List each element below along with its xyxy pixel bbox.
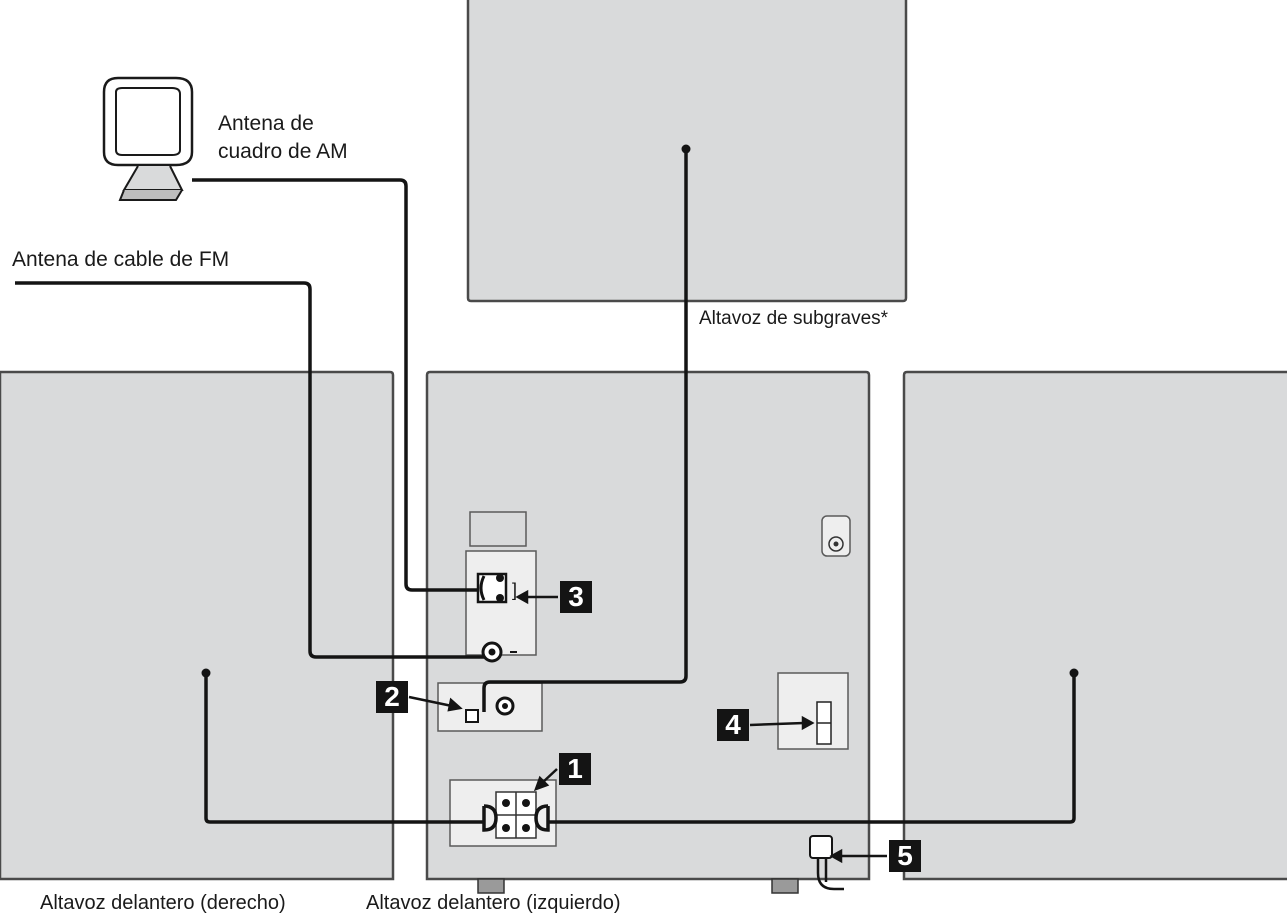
fm-antenna-label: Antena de cable de FM bbox=[12, 248, 230, 271]
callout-4: 4 bbox=[717, 709, 749, 741]
rear-panel-jack bbox=[821, 515, 851, 557]
front-left-speaker-box bbox=[902, 370, 1287, 881]
svg-text:]: ] bbox=[512, 580, 517, 600]
callout-2: 2 bbox=[376, 681, 408, 713]
am-loop-antenna-icon bbox=[102, 76, 194, 201]
front-right-speaker-cable bbox=[204, 673, 498, 832]
callout-3: 3 bbox=[560, 581, 592, 613]
main-unit-foot-right bbox=[771, 878, 799, 894]
front-left-speaker-cable bbox=[534, 673, 1076, 832]
front-left-speaker-label: Altavoz delantero (izquierdo) bbox=[366, 892, 621, 914]
main-unit-foot-left bbox=[477, 878, 505, 894]
speaker-terminals bbox=[495, 791, 537, 839]
power-cord-plug bbox=[809, 835, 833, 859]
callout-arrows bbox=[408, 589, 887, 864]
rear-panel-slot bbox=[469, 511, 527, 547]
front-right-speaker-label: Altavoz delantero (derecho) bbox=[40, 892, 286, 914]
am-antenna-label-line2: cuadro de AM bbox=[218, 140, 348, 163]
subwoofer-cable bbox=[482, 149, 688, 712]
am-antenna-cable bbox=[192, 178, 484, 592]
callout-5: 5 bbox=[889, 840, 921, 872]
am-antenna-label-line1: Antena de bbox=[218, 112, 314, 135]
callout-1: 1 bbox=[559, 753, 591, 785]
main-unit-box bbox=[425, 370, 871, 881]
subwoofer-label: Altavoz de subgraves* bbox=[699, 308, 889, 329]
voltage-selector-panel bbox=[777, 672, 849, 750]
fm-antenna-cable bbox=[15, 281, 484, 659]
front-right-speaker-box bbox=[0, 370, 395, 881]
